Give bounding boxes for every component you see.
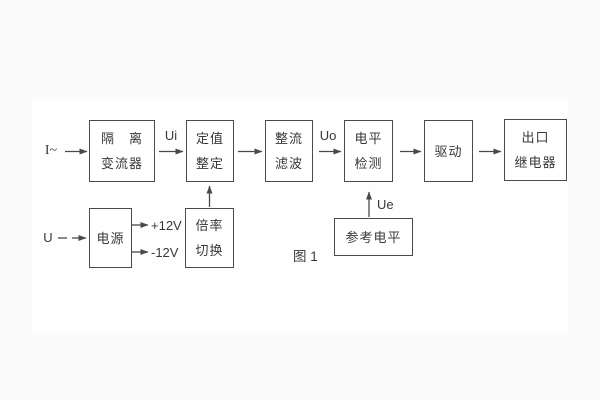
block-label-line: 切换 — [195, 243, 224, 258]
block-label-line: 检测 — [354, 156, 383, 171]
block-label-line: 参考电平 — [345, 229, 402, 245]
block-ratio-switch: 倍率 切换 — [185, 208, 234, 268]
signal-minus12v-label: -12V — [151, 245, 179, 260]
block-label-line: 倍率 — [195, 218, 224, 233]
block-level-detector: 电平 检测 — [344, 120, 393, 182]
signal-ue-label: Ue — [377, 197, 394, 212]
block-reference-level: 参考电平 — [334, 218, 413, 256]
block-label-line: 继电器 — [514, 155, 557, 170]
block-label-line: 出口 — [521, 130, 550, 145]
block-label-line: 整流 — [274, 131, 303, 146]
block-setpoint-adjust: 定值 整定 — [186, 120, 234, 182]
block-driver: 驱动 — [424, 120, 473, 182]
block-label-line: 定值 — [195, 131, 224, 146]
block-label-line: 驱动 — [434, 143, 463, 159]
block-label-line: 整定 — [195, 156, 224, 171]
block-label-line: 电源 — [96, 230, 125, 246]
block-label-line: 滤波 — [274, 156, 303, 171]
block-label-line: 隔 离 — [100, 131, 143, 146]
block-power-supply: 电源 — [89, 208, 132, 268]
signal-uo-label: Uo — [319, 128, 337, 143]
signal-plus12v-label: +12V — [151, 218, 182, 233]
current-input-label: I~ — [44, 143, 58, 158]
block-isolation-transformer: 隔 离 变流器 — [89, 120, 155, 182]
block-label-line: 电平 — [354, 131, 383, 146]
block-label-line: 变流器 — [100, 156, 143, 171]
figure-caption: 图 1 — [293, 249, 318, 264]
block-rectify-filter: 整流 滤波 — [265, 120, 313, 182]
block-output-relay: 出口 继电器 — [504, 119, 567, 181]
signal-ui-label: Ui — [164, 128, 178, 143]
voltage-input-label: U — [43, 230, 53, 245]
